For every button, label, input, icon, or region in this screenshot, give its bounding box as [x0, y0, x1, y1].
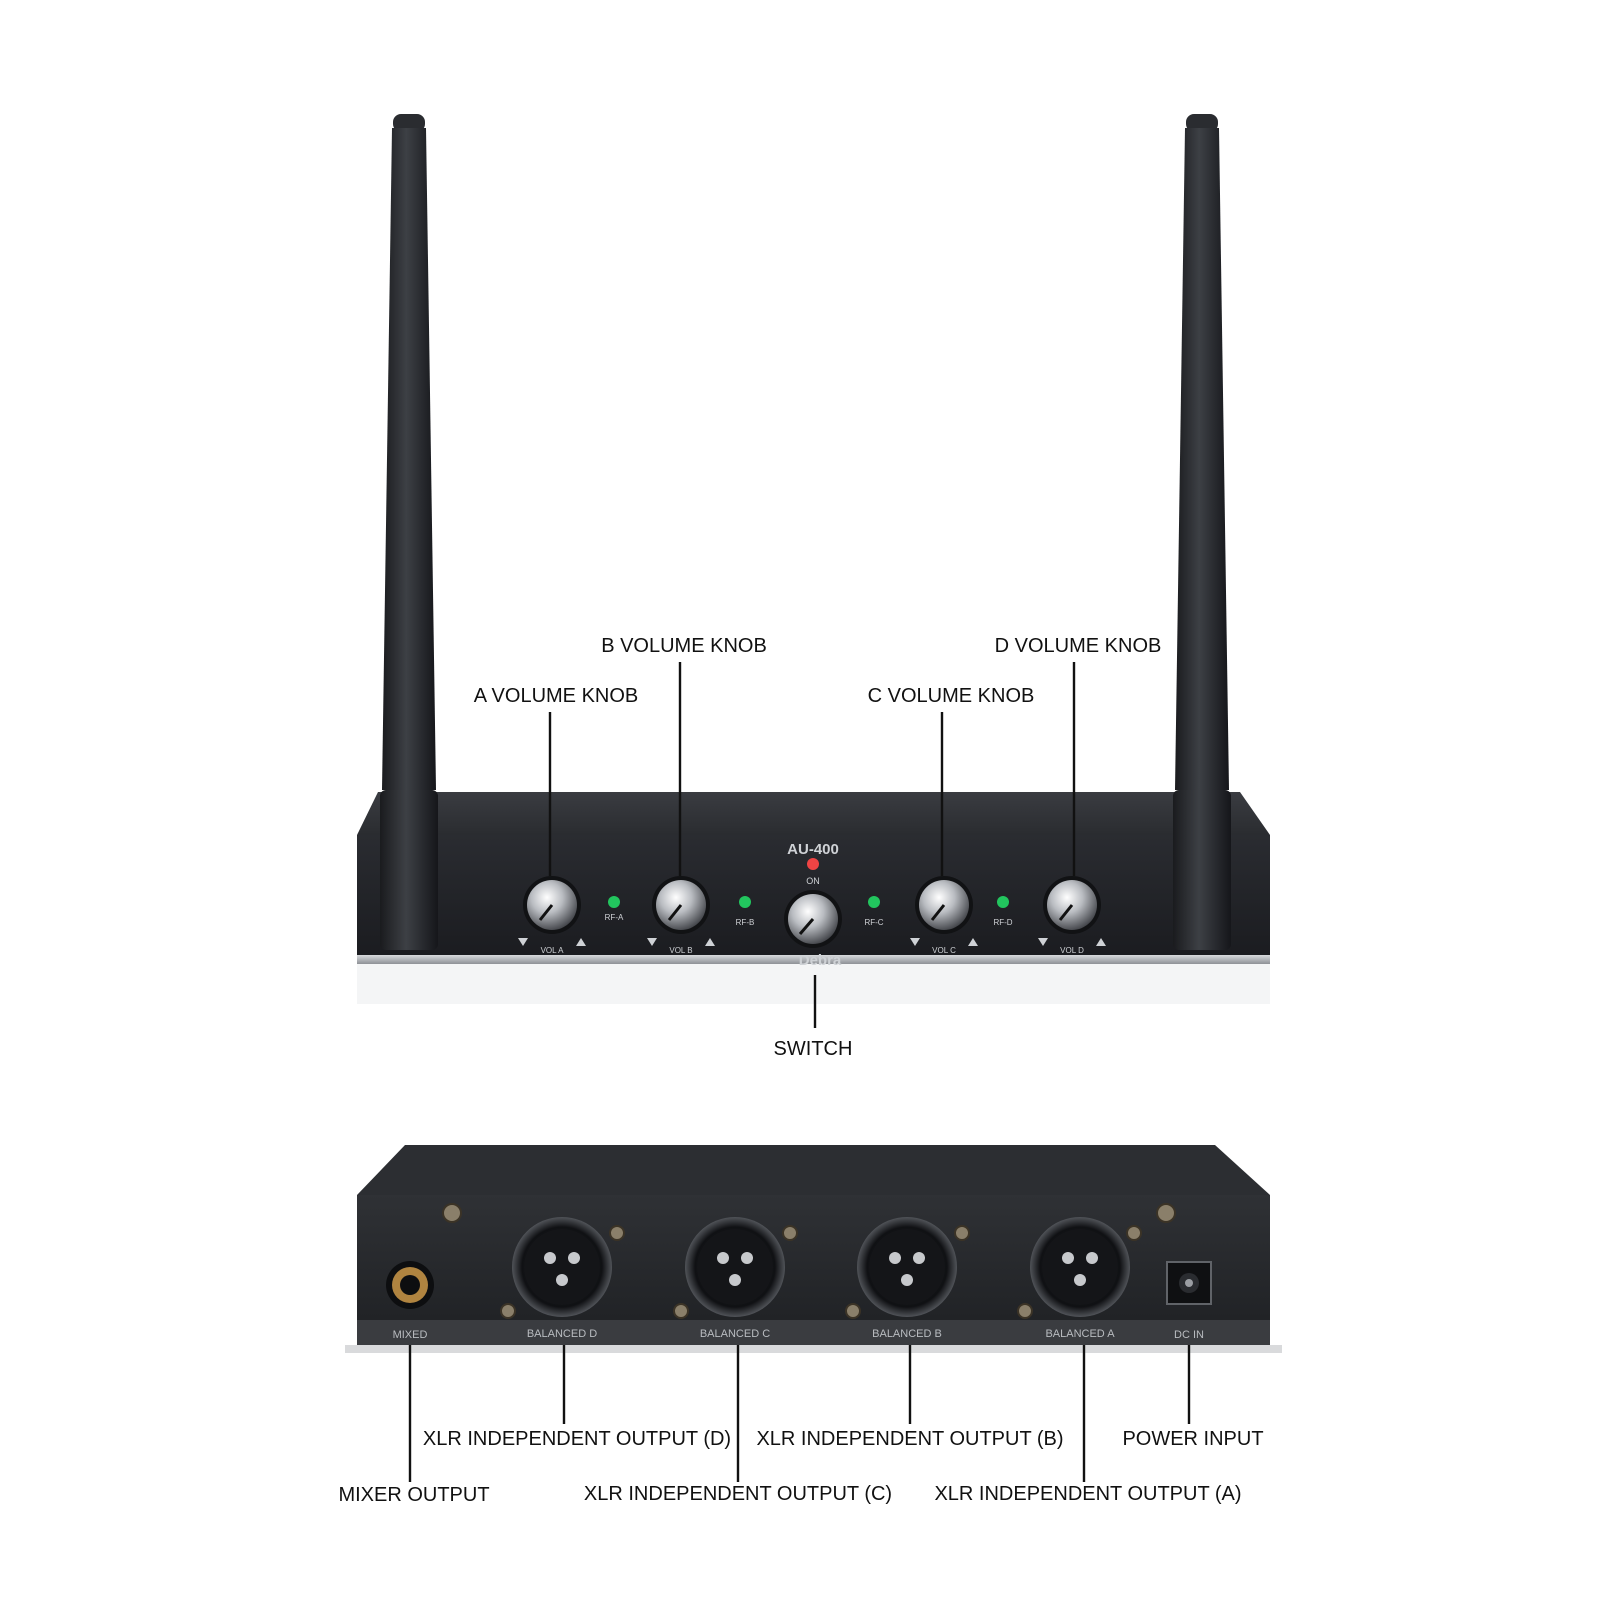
- xlr-connector-d[interactable]: [512, 1217, 612, 1317]
- rf-label-c: RF-C: [864, 918, 883, 927]
- rear-unit-top: [357, 1145, 1270, 1195]
- front-unit-top: [357, 792, 1270, 835]
- rear-label-strip: [357, 1320, 1270, 1345]
- callout-switch: SWITCH: [774, 1038, 853, 1060]
- front-unit: AU-400 ON Debra: [357, 114, 1270, 1004]
- rear-label-mixed: MIXED: [393, 1329, 428, 1341]
- rear-label-dc-in: DC IN: [1174, 1329, 1204, 1341]
- callout-d-volume-knob: D VOLUME KNOB: [995, 635, 1162, 657]
- volume-knob-a[interactable]: [523, 876, 581, 934]
- rf-led-c: [868, 896, 880, 908]
- model-label: AU-400: [787, 841, 839, 858]
- rf-led-a: [608, 896, 620, 908]
- antenna-right: [1173, 114, 1231, 950]
- vol-label-b: VOL B: [669, 946, 692, 955]
- vol-arrows: [518, 938, 1106, 946]
- rear-unit: MIXED BALANCED D BALANCED C BALANCED B B…: [345, 1145, 1282, 1353]
- front-trim: [357, 955, 1270, 964]
- callout-c-volume-knob: C VOLUME KNOB: [868, 685, 1035, 707]
- rear-label-balanced-d: BALANCED D: [527, 1328, 597, 1340]
- vol-label-d: VOL D: [1060, 946, 1084, 955]
- rf-led-b: [739, 896, 751, 908]
- power-switch-knob[interactable]: [784, 890, 842, 948]
- xlr-connector-c[interactable]: [685, 1217, 785, 1317]
- callout-power-input: POWER INPUT: [1122, 1428, 1263, 1450]
- rear-shadow: [345, 1345, 1282, 1353]
- callout-a-volume-knob: A VOLUME KNOB: [474, 685, 639, 707]
- callout-mixer-output: MIXER OUTPUT: [338, 1484, 489, 1506]
- mixed-jack[interactable]: [386, 1261, 434, 1309]
- brand-logo: Debra: [799, 952, 842, 969]
- volume-knob-d[interactable]: [1043, 876, 1101, 934]
- rf-label-d: RF-D: [993, 918, 1012, 927]
- callout-xlr-output-a: XLR INDEPENDENT OUTPUT (A): [934, 1483, 1241, 1505]
- rear-label-balanced-c: BALANCED C: [700, 1328, 770, 1340]
- rf-label-a: RF-A: [605, 913, 624, 922]
- volume-knob-c[interactable]: [915, 876, 973, 934]
- xlr-connector-a[interactable]: [1030, 1217, 1130, 1317]
- rear-label-balanced-b: BALANCED B: [872, 1328, 942, 1340]
- power-on-label: ON: [806, 876, 820, 886]
- rear-label-balanced-a: BALANCED A: [1045, 1328, 1115, 1340]
- callout-xlr-output-d: XLR INDEPENDENT OUTPUT (D): [423, 1428, 731, 1450]
- rf-label-b: RF-B: [736, 918, 755, 927]
- dc-in-jack[interactable]: [1166, 1261, 1212, 1305]
- front-reflection: [357, 964, 1270, 1004]
- xlr-connector-b[interactable]: [857, 1217, 957, 1317]
- antenna-left: [380, 114, 438, 950]
- callout-b-volume-knob: B VOLUME KNOB: [601, 635, 767, 657]
- rf-led-d: [997, 896, 1009, 908]
- vol-label-a: VOL A: [541, 946, 564, 955]
- rear-screws: [442, 1203, 1176, 1319]
- callout-xlr-output-b: XLR INDEPENDENT OUTPUT (B): [756, 1428, 1063, 1450]
- callout-xlr-output-c: XLR INDEPENDENT OUTPUT (C): [584, 1483, 892, 1505]
- vol-label-c: VOL C: [932, 946, 956, 955]
- volume-knob-b[interactable]: [652, 876, 710, 934]
- power-led: [807, 858, 819, 870]
